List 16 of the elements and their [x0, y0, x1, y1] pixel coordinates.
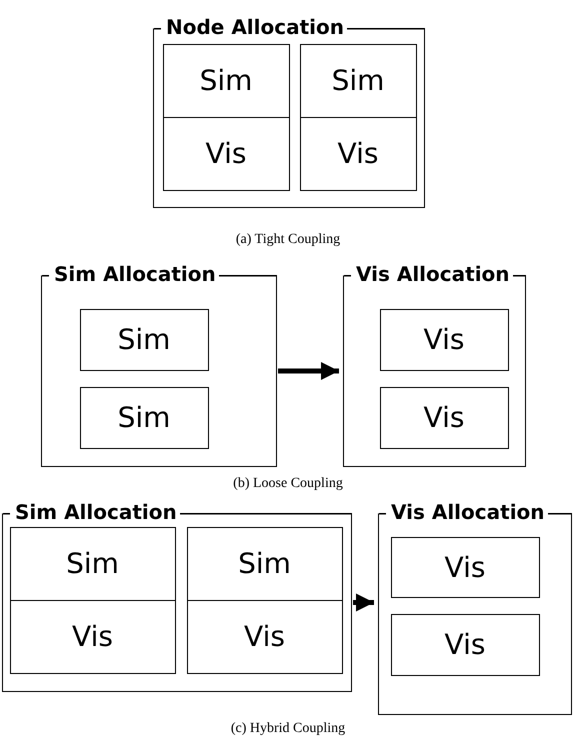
figure-caption: (b) Loose Coupling [233, 476, 343, 492]
task-box: Sim [80, 386, 208, 448]
task-box: Vis [380, 386, 508, 448]
task-box: Vis [390, 614, 540, 676]
task-box: Vis [380, 308, 508, 370]
figure-caption: (c) Hybrid Coupling [230, 721, 346, 737]
figure-caption: (a) Tight Coupling [236, 232, 340, 248]
allocation-title: Sim Allocation [14, 499, 178, 525]
arrow [278, 362, 339, 380]
allocation-title: Node Allocation [165, 14, 345, 40]
allocation-title: Vis Allocation [355, 261, 511, 287]
arrow [353, 594, 374, 612]
task-box: Vis [390, 536, 540, 598]
allocation-title: Sim Allocation [53, 261, 217, 287]
task-box: Sim [80, 308, 208, 370]
allocation-title: Vis Allocation [390, 499, 546, 525]
